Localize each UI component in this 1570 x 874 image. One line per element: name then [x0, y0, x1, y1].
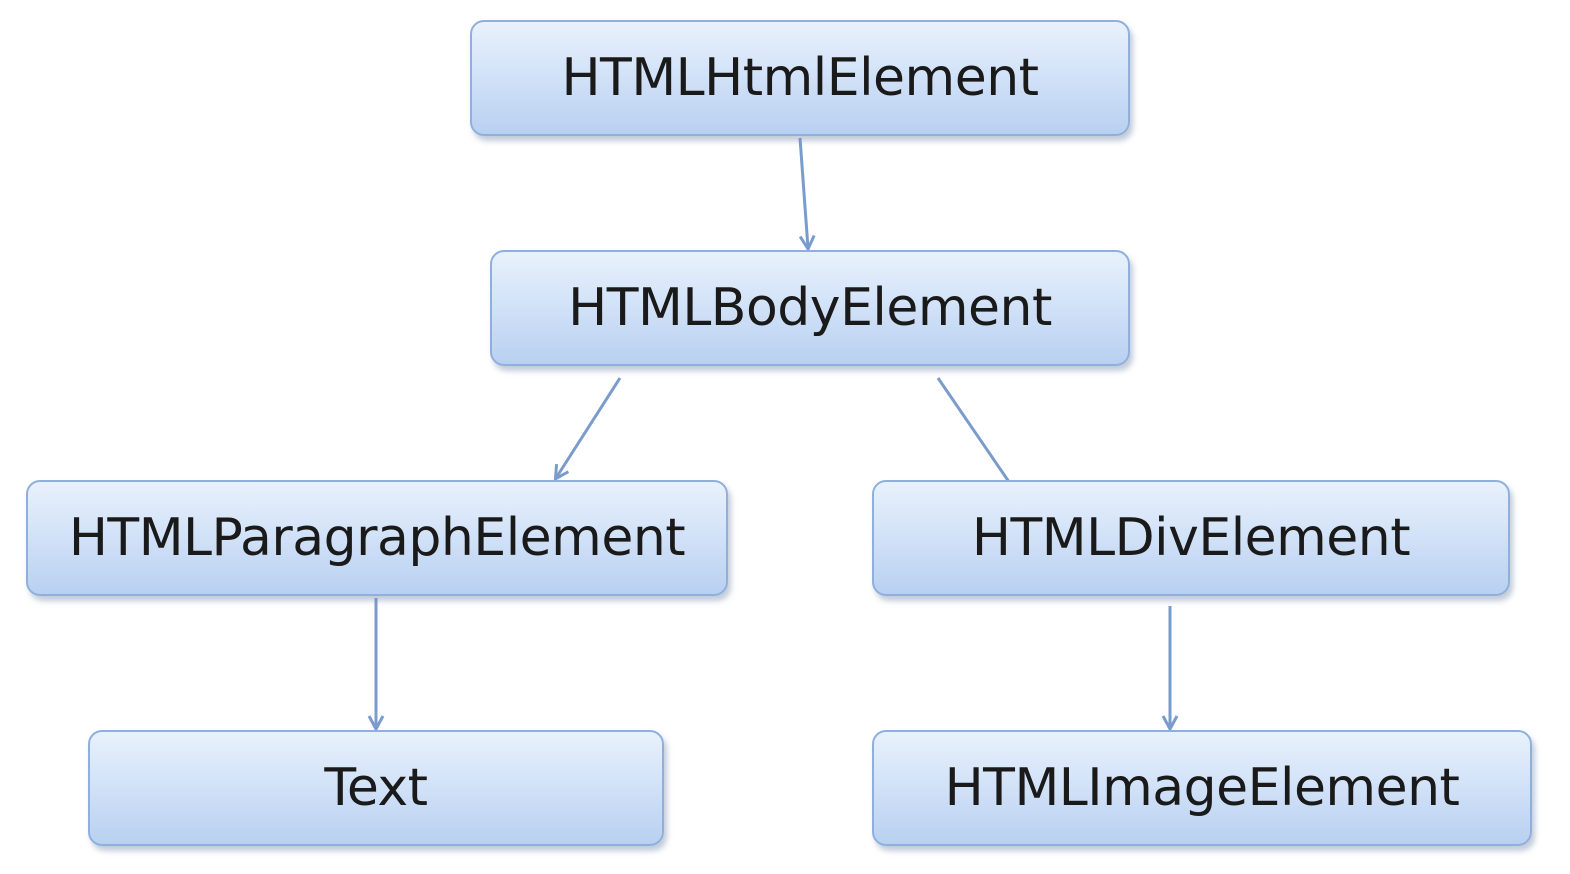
node-html-element: HTMLHtmlElement	[470, 20, 1130, 136]
node-label: HTMLDivElement	[971, 508, 1411, 568]
node-label: HTMLHtmlElement	[561, 48, 1039, 108]
node-div-element: HTMLDivElement	[872, 480, 1510, 596]
edge-body-to-paragraph	[556, 377, 622, 478]
node-label: HTMLBodyElement	[568, 278, 1052, 338]
node-body-element: HTMLBodyElement	[490, 250, 1130, 366]
edge-html-to-body	[798, 137, 808, 248]
node-label: HTMLParagraphElement	[68, 508, 686, 568]
node-text: Text	[88, 730, 664, 846]
node-label: HTMLImageElement	[944, 758, 1460, 818]
node-label: Text	[324, 758, 428, 818]
node-image-element: HTMLImageElement	[872, 730, 1532, 846]
node-paragraph-element: HTMLParagraphElement	[26, 480, 728, 596]
